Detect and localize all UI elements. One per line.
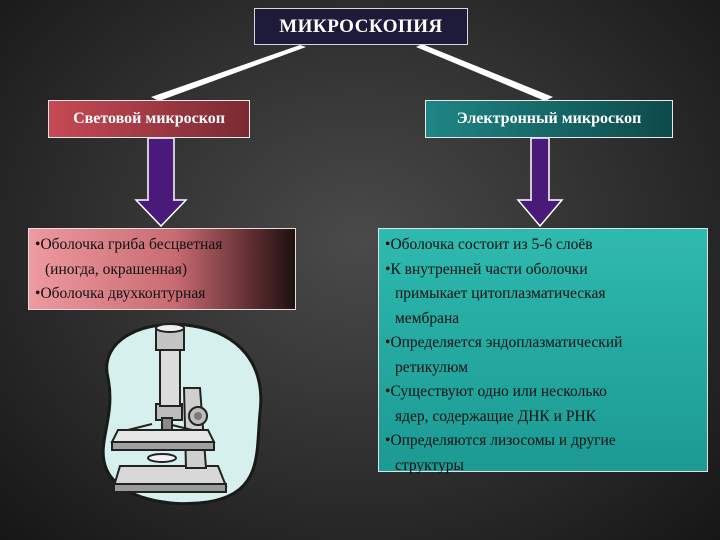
bullet: • [385, 236, 391, 253]
item-text-continued: примыкает цитоплазматическая [395, 285, 606, 302]
item-text: К внутренней части оболочки [390, 260, 588, 278]
light-microscope-list: •Оболочка гриба бесцветная (иногда, окра… [28, 228, 296, 310]
item-text: Оболочка двухконтурная [40, 285, 206, 302]
list-item: •Оболочка состоит из 5-6 слоёв [385, 233, 699, 258]
diagram-title-text: МИКРОСКОПИЯ [279, 15, 443, 37]
arrow-down-left-icon [134, 137, 188, 228]
bullet: • [35, 285, 41, 302]
bullet: • [385, 334, 391, 351]
list-item: •Определяется эндоплазматический ретикул… [385, 331, 699, 380]
item-text-continued: ядер, содержащие ДНК и РНК [395, 407, 596, 425]
item-text: Определяются лизосомы и другие [390, 432, 616, 449]
light-microscope-heading: Световой микроскоп [48, 100, 250, 138]
item-text: Оболочка гриба бесцветная [40, 236, 223, 253]
list-item: •К внутренней части оболочки примыкает ц… [385, 258, 699, 332]
list-item: •Оболочка гриба бесцветная (иногда, окра… [35, 233, 287, 282]
item-text: Оболочка состоит из 5-6 слоёв [390, 236, 593, 253]
electron-microscope-heading: Электронный микроскоп [425, 100, 673, 138]
connector-left [151, 45, 306, 101]
bullet: • [385, 260, 391, 278]
item-text: Определяется эндоплазматический [390, 334, 623, 351]
list-item: •Оболочка двухконтурная [35, 282, 287, 307]
item-text-continued: структуры [395, 456, 464, 474]
bullet: • [35, 236, 41, 253]
bullet: • [385, 383, 391, 400]
electron-microscope-list: •Оболочка состоит из 5-6 слоёв •К внутре… [378, 228, 708, 474]
arrow-down-right-icon [516, 137, 564, 228]
electron-microscope-heading-text: Электронный микроскоп [456, 110, 642, 127]
connector-right [416, 44, 553, 101]
item-text: Существуют одно или несколько [390, 383, 607, 400]
light-microscope-heading-text: Световой микроскоп [73, 110, 225, 127]
list-item: •Определяются лизосомы и другие структур… [385, 429, 699, 478]
item-text-continued: ретикулюм [395, 358, 468, 376]
item-text-continued: (иногда, окрашенная) [45, 260, 188, 278]
list-item: •Существуют одно или несколько ядер, сод… [385, 380, 699, 429]
diagram-title: МИКРОСКОПИЯ [254, 8, 468, 45]
item-text-continued: мембрана [395, 309, 460, 327]
microscope-icon [101, 322, 263, 506]
bullet: • [385, 432, 391, 449]
